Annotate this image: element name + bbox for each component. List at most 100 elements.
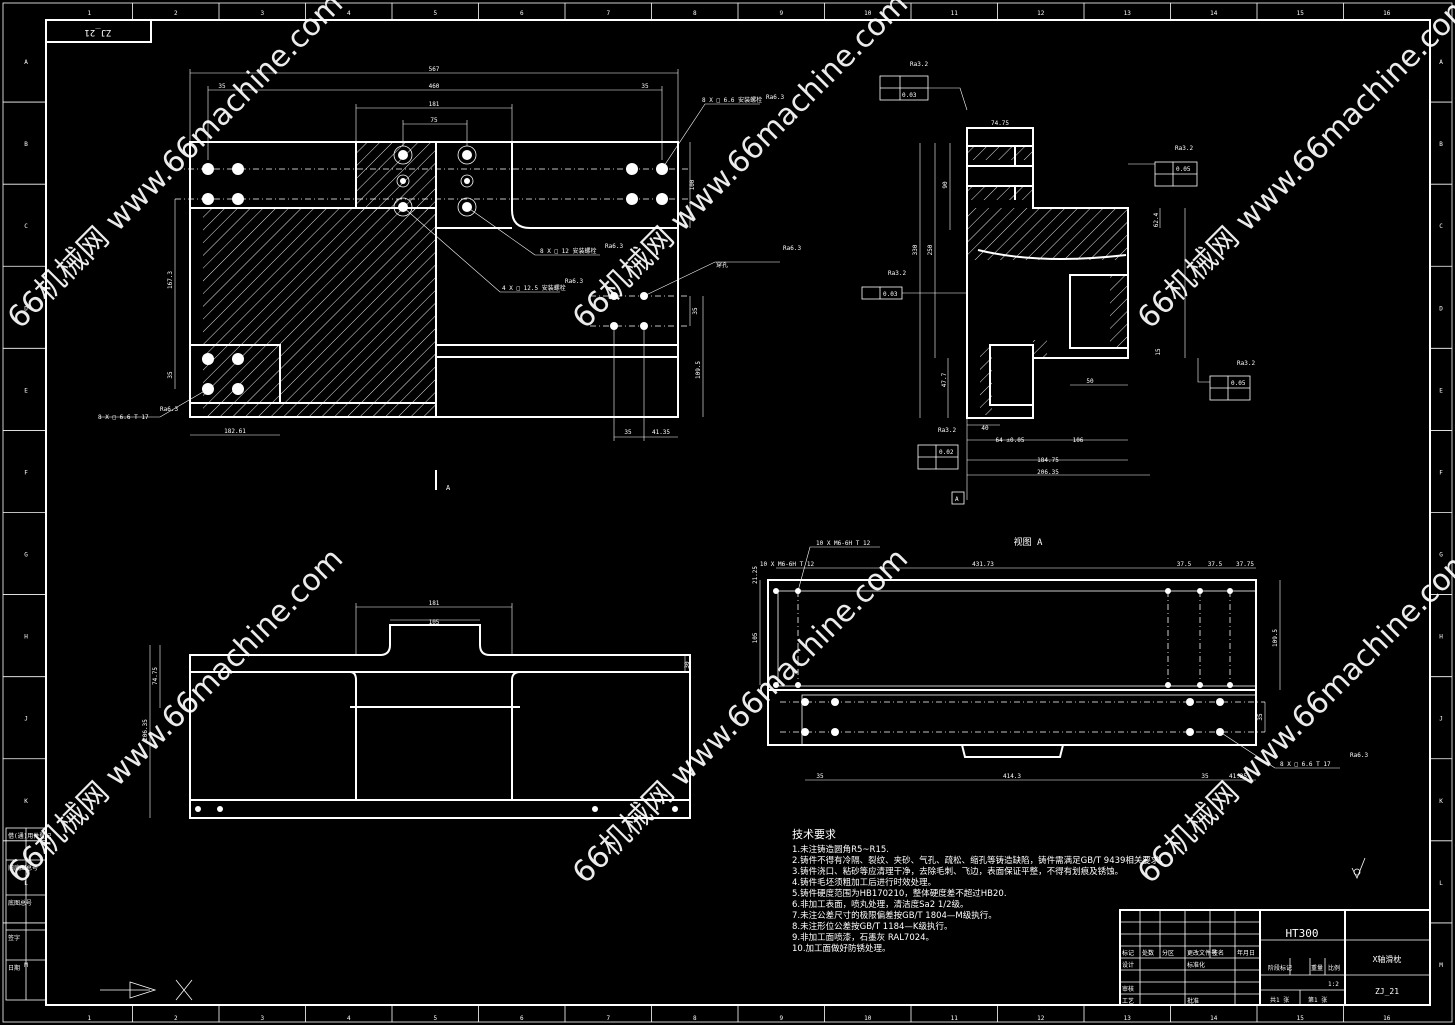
zone-row-label: G (24, 552, 28, 559)
svg-text:Ra6.3: Ra6.3 (160, 406, 178, 413)
zone-column-label: 13 (1124, 10, 1132, 17)
svg-text:标记: 标记 (1122, 949, 1134, 957)
svg-text:75: 75 (430, 117, 438, 124)
svg-text:41.35: 41.35 (652, 429, 670, 436)
svg-text:底图总号: 底图总号 (8, 899, 32, 907)
svg-text:62.4: 62.4 (1153, 212, 1160, 227)
svg-text:更改文件号: 更改文件号 (1187, 949, 1217, 957)
zone-column-label: 12 (1037, 10, 1045, 17)
front-view: 181 105 74.75 206.35 30 (142, 600, 691, 819)
part-name: X轴滑枕 (1373, 954, 1402, 964)
zone-row-label: L (1439, 880, 1443, 887)
zone-column-label: 14 (1210, 10, 1218, 17)
zone-row-label: E (1439, 387, 1443, 394)
svg-text:Ra3.2: Ra3.2 (1237, 360, 1255, 367)
zone-column-label: 6 (520, 10, 524, 17)
svg-text:1:2: 1:2 (1328, 981, 1339, 988)
zone-column-label: 14 (1210, 1015, 1218, 1022)
svg-text:A: A (446, 484, 451, 492)
svg-text:Ra3.2: Ra3.2 (938, 427, 956, 434)
svg-text:Ra6.3: Ra6.3 (1350, 752, 1368, 759)
svg-text:182.61: 182.61 (224, 428, 246, 435)
svg-text:0.03: 0.03 (883, 291, 898, 298)
tech-requirements: 技术要求 1.未注铸造圆角R5~R15. 2.铸件不得有冷隔、裂纹、夹砂、气孔、… (792, 828, 1168, 954)
svg-text:567: 567 (429, 66, 440, 73)
zone-column-label: 1 (87, 10, 91, 17)
svg-text:8.未注形位公差按GB/T 1184—K级执行。: 8.未注形位公差按GB/T 1184—K级执行。 (792, 921, 953, 932)
svg-text:35: 35 (692, 307, 699, 315)
code-box-text: ZJ_21 (84, 27, 111, 37)
svg-text:206.35: 206.35 (142, 719, 149, 741)
svg-text:105: 105 (752, 632, 759, 643)
zone-column-label: 15 (1297, 10, 1305, 17)
material: HT300 (1285, 927, 1318, 940)
zone-column-label: 2 (174, 10, 178, 17)
tech-title: 技术要求 (792, 828, 836, 841)
zone-row-label: M (1439, 962, 1443, 969)
svg-text:66机械网 www.66machine.com: 66机械网 www.66machine.com (1, 541, 350, 890)
svg-text:250: 250 (927, 244, 934, 255)
svg-text:10 X M6-6H T 12: 10 X M6-6H T 12 (816, 540, 871, 547)
svg-text:41.35: 41.35 (1229, 773, 1247, 780)
svg-text:47.7: 47.7 (941, 372, 948, 387)
svg-text:1.未注铸造圆角R5~R15.: 1.未注铸造圆角R5~R15. (792, 844, 889, 855)
zone-column-label: 12 (1037, 1015, 1045, 1022)
svg-text:35: 35 (1201, 773, 1209, 780)
svg-text:设计: 设计 (1122, 961, 1134, 969)
svg-text:重量: 重量 (1311, 964, 1323, 972)
zone-row-label: F (24, 469, 28, 476)
svg-text:35: 35 (1257, 713, 1264, 721)
zone-column-label: 4 (347, 1015, 351, 1022)
svg-text:100: 100 (689, 179, 696, 190)
svg-text:批准: 批准 (1187, 997, 1199, 1005)
zone-row-label: C (1439, 223, 1443, 230)
svg-text:共1 张: 共1 张 (1270, 996, 1289, 1004)
svg-text:6.非加工表面，喷丸处理，清洁度Sa2 1/2级。: 6.非加工表面，喷丸处理，清洁度Sa2 1/2级。 (792, 899, 969, 910)
zone-column-label: 16 (1383, 10, 1391, 17)
zone-column-label: 8 (693, 10, 697, 17)
svg-text:181: 181 (429, 600, 440, 607)
zone-column-label: 5 (433, 10, 437, 17)
svg-text:35: 35 (641, 83, 649, 90)
zone-column-label: 3 (260, 1015, 264, 1022)
title-block: HT300 X轴滑枕 ZJ_21 标记 处数 分区 更改文件号 签名 年月日 设… (1119, 909, 1431, 1006)
svg-text:0.05: 0.05 (1176, 166, 1191, 173)
watermarks: 66机械网 www.66machine.com 66机械网 www.66mach… (1, 0, 1455, 891)
zone-column-label: 11 (951, 1015, 959, 1022)
zone-columns: 1122334455667788991010111112121313141415… (87, 3, 1391, 1022)
svg-text:460: 460 (429, 83, 440, 90)
svg-text:105: 105 (429, 619, 440, 626)
svg-text:109.5: 109.5 (1272, 629, 1279, 647)
svg-text:处数: 处数 (1142, 949, 1154, 957)
svg-text:109.5: 109.5 (695, 361, 702, 379)
zone-column-label: 9 (779, 10, 783, 17)
zone-row-label: C (24, 223, 28, 230)
side-section-view: 74.75 90 250 330 47.7 40 64 ±0.05 106 18… (861, 61, 1255, 505)
svg-text:日期: 日期 (8, 964, 20, 972)
svg-text:414.3: 414.3 (1003, 773, 1021, 780)
svg-text:66机械网 www.66machine.com: 66机械网 www.66machine.com (566, 0, 915, 336)
zone-row-label: G (1439, 552, 1443, 559)
svg-text:比例: 比例 (1328, 964, 1340, 972)
svg-text:8 X □ 6.6 安装螺栓: 8 X □ 6.6 安装螺栓 (702, 96, 762, 104)
svg-text:旧底图总号: 旧底图总号 (8, 864, 38, 872)
svg-text:37.75: 37.75 (1236, 561, 1254, 568)
svg-text:66机械网 www.66machine.com: 66机械网 www.66machine.com (566, 541, 915, 890)
zone-column-label: 6 (520, 1015, 524, 1022)
zone-column-label: 16 (1383, 1015, 1391, 1022)
svg-text:4.铸件毛坯须粗加工后进行时效处理。: 4.铸件毛坯须粗加工后进行时效处理。 (792, 877, 936, 888)
svg-text:90: 90 (942, 181, 949, 189)
zone-column-label: 10 (864, 10, 872, 17)
svg-text:Ra6.3: Ra6.3 (766, 94, 784, 101)
svg-text:167.3: 167.3 (167, 271, 174, 289)
zone-column-label: 13 (1124, 1015, 1132, 1022)
svg-text:184.75: 184.75 (1037, 457, 1059, 464)
zone-row-label: H (24, 634, 28, 641)
zone-row-label: F (1439, 469, 1443, 476)
code-box (45, 19, 152, 43)
svg-text:第1 张: 第1 张 (1308, 996, 1327, 1004)
zone-row-label: B (1439, 141, 1443, 148)
svg-text:431.73: 431.73 (972, 561, 994, 568)
svg-text:66机械网 www.66machine.com: 66机械网 www.66machine.com (1131, 541, 1455, 890)
